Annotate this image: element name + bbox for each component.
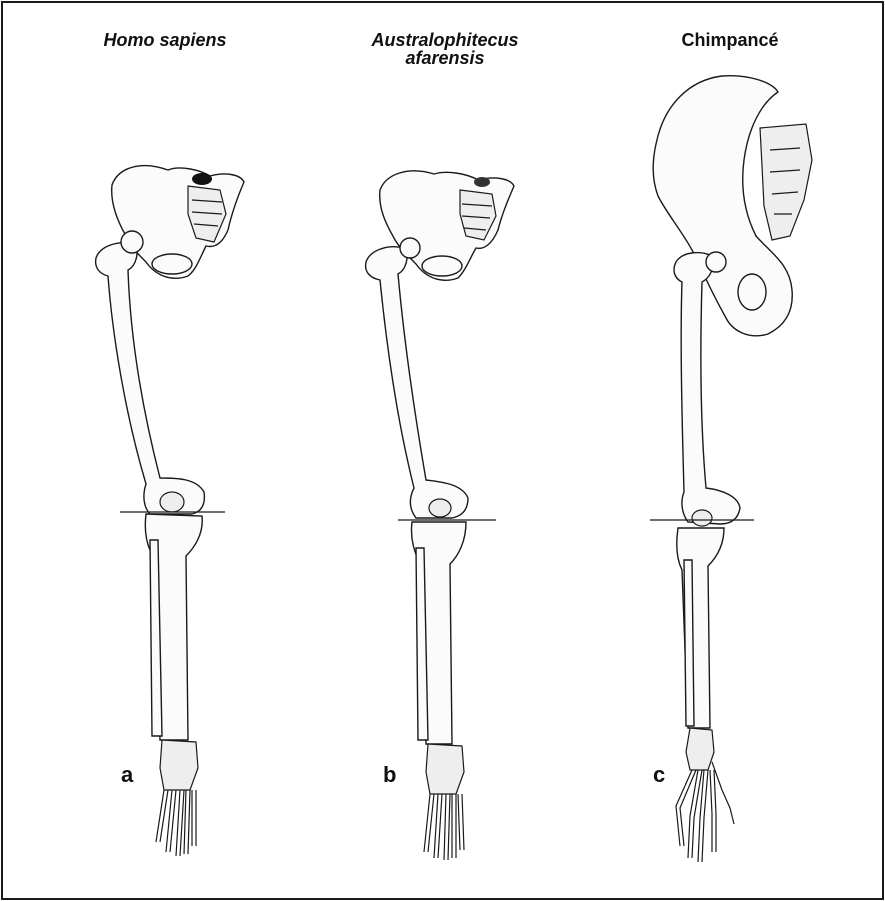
homo-sapiens-leg <box>96 166 244 856</box>
homo-patella <box>160 492 184 512</box>
chimp-patella <box>692 510 712 526</box>
homo-sacral-dark <box>192 173 212 185</box>
chimp-foot <box>676 728 734 862</box>
afarensis-leg <box>366 171 514 860</box>
homo-femoral-head <box>121 231 143 253</box>
afarensis-patella <box>429 499 451 517</box>
homo-foot <box>156 740 198 856</box>
chimpanzee-leg <box>650 76 812 862</box>
afarensis-femoral-head <box>400 238 420 258</box>
chimp-sacrum <box>760 124 812 240</box>
chimp-fibula <box>684 560 694 726</box>
homo-femur <box>96 243 205 514</box>
afarensis-femur <box>366 247 468 518</box>
chimp-femoral-head <box>706 252 726 272</box>
afarensis-foot <box>424 744 464 860</box>
chimp-tibia <box>677 528 724 728</box>
